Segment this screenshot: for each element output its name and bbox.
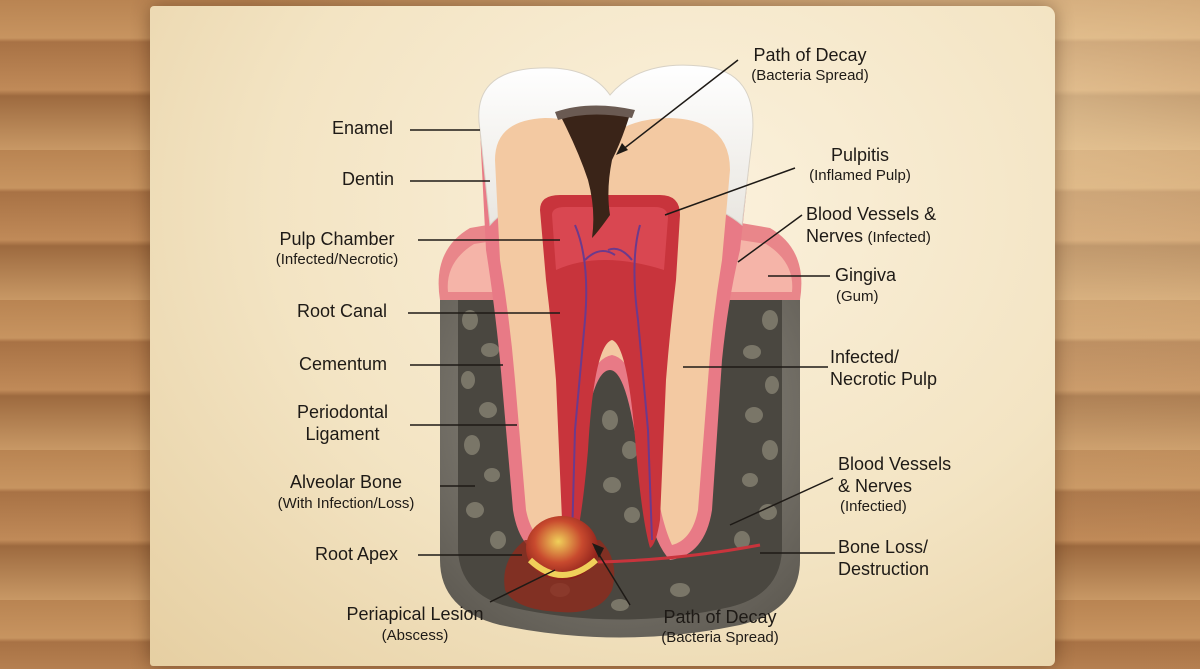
- label-path-of-decay-top: Path of Decay: [753, 45, 867, 65]
- label-blood-vessels-top-2: Nerves (Infected): [806, 226, 931, 247]
- periapical-abscess: [504, 516, 761, 613]
- label-nerves-top: Nerves: [806, 226, 864, 246]
- label-alveolar-bone: Alveolar Bone: [289, 472, 403, 492]
- label-root-apex: Root Apex: [315, 544, 399, 564]
- tooth: [478, 64, 754, 560]
- label-root-canal: Root Canal: [297, 301, 388, 321]
- label-blood-vessels-bottom: Blood Vessels: [838, 454, 952, 474]
- label-periodontal: Periodontal: [296, 402, 389, 422]
- label-enamel: Enamel: [332, 118, 394, 138]
- label-infectied-bottom: (Infectied): [840, 498, 907, 515]
- label-blood-vessels-top: Blood Vessels &: [806, 204, 937, 224]
- leader-lines: [408, 59, 835, 606]
- label-dentin: Dentin: [342, 169, 395, 189]
- label-periapical-lesion: Periapical Lesion: [346, 604, 484, 624]
- label-periapical-lesion-sub: (Abscess): [381, 627, 449, 644]
- label-nerves-bottom: & Nerves: [838, 476, 913, 496]
- label-path-of-decay-top-sub: (Bacteria Spread): [751, 67, 869, 84]
- label-cementum: Cementum: [299, 354, 388, 374]
- label-necrotic-pulp: Necrotic Pulp: [830, 369, 938, 389]
- label-gingiva: Gingiva: [835, 265, 897, 285]
- label-pulpitis-sub: (Inflamed Pulp): [809, 167, 911, 184]
- label-path-of-decay-bottom: Path of Decay: [663, 607, 777, 627]
- label-bone-loss: Bone Loss/: [838, 537, 929, 557]
- label-path-of-decay-bottom-sub: (Bacteria Spread): [661, 629, 779, 646]
- label-pulpitis: Pulpitis: [830, 145, 890, 165]
- label-gingiva-sub: (Gum): [836, 288, 879, 305]
- label-pulp-chamber: Pulp Chamber: [279, 229, 395, 249]
- label-infected: Infected/: [830, 347, 900, 367]
- label-pulp-chamber-sub: (Infected/Necrotic): [275, 251, 399, 268]
- label-alveolar-bone-sub: (With Infection/Loss): [277, 495, 415, 512]
- label-destruction: Destruction: [838, 559, 930, 579]
- label-ligament: Ligament: [305, 424, 380, 444]
- label-infected-top: (Infected): [867, 229, 931, 246]
- arrowheads: [592, 143, 628, 558]
